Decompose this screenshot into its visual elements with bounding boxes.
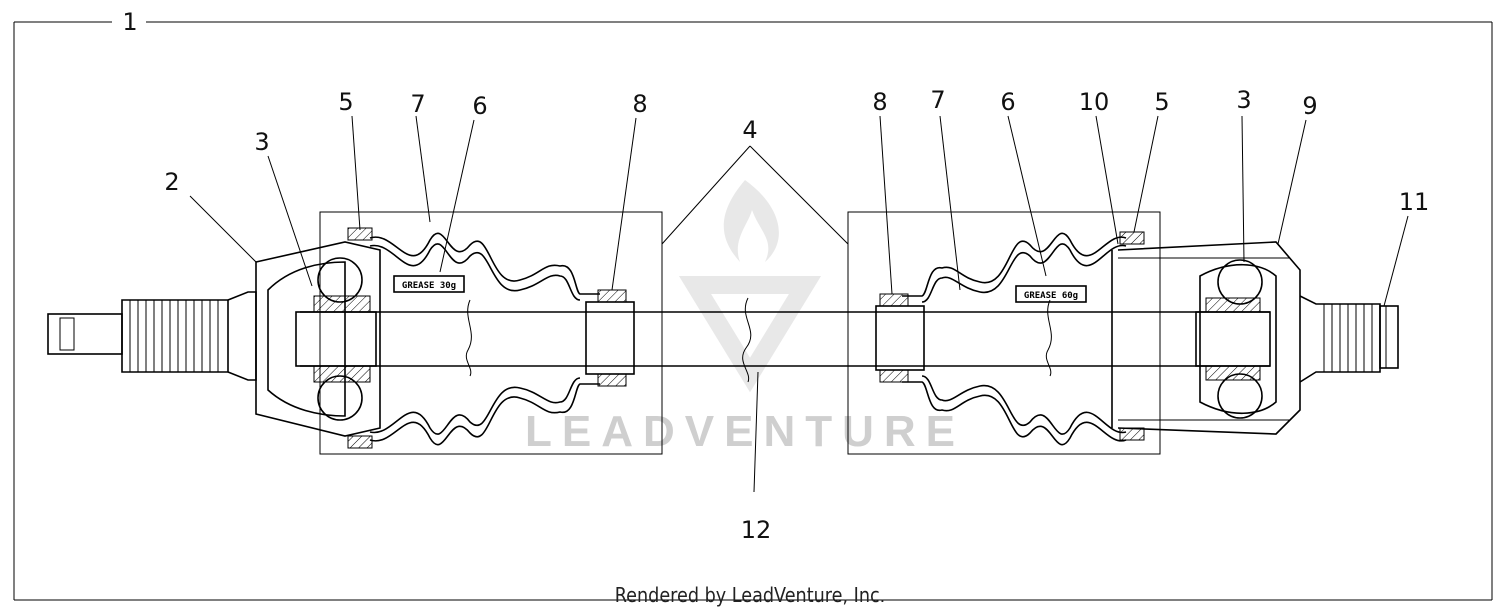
- left-grease-label: GREASE 30g: [402, 281, 456, 291]
- left-boot-box: GREASE 30g: [319, 211, 663, 455]
- footer-credit: Rendered by LeadVenture, Inc.: [614, 583, 886, 607]
- right-big-clamp-top: [1119, 231, 1145, 245]
- shaft: [300, 297, 1270, 383]
- right-grease-label: GREASE 60g: [1024, 291, 1078, 301]
- callout-left-small-clamp: 8: [632, 90, 647, 118]
- inner-housing: [1117, 241, 1301, 435]
- callout-right-big-clamp: 5: [1154, 88, 1169, 116]
- callout-left-big-clamp: 5: [338, 88, 353, 116]
- callout-right-bearing: 3: [1236, 86, 1251, 114]
- outer-housing: [255, 241, 381, 437]
- assembly-frame: [13, 21, 1493, 601]
- callout-inner-housing: 9: [1302, 92, 1317, 120]
- right-big-clamp-bottom: [1119, 427, 1145, 441]
- left-spline-stub: [47, 291, 257, 381]
- callout-shaft: 12: [741, 516, 772, 544]
- right-boot-box: GREASE 60g: [847, 211, 1161, 455]
- callout-right-spline: 11: [1399, 188, 1430, 216]
- right-small-clamp-top: [879, 293, 909, 307]
- callout-outer-housing: 2: [164, 168, 179, 196]
- callout-left-boot: 7: [410, 90, 425, 118]
- callout-right-boot: 7: [930, 86, 945, 114]
- watermark-text: LEADVENTURE: [525, 407, 965, 456]
- callout-assembly: 1: [122, 8, 137, 36]
- callout-boot-kit: 4: [742, 116, 757, 144]
- watermark-logo: [678, 180, 822, 393]
- left-small-clamp-top: [597, 289, 627, 303]
- left-big-clamp-bottom: [347, 435, 373, 449]
- right-small-clamp-bottom: [879, 369, 909, 383]
- callout-right-small-clamp: 8: [872, 88, 887, 116]
- left-small-clamp-bottom: [597, 373, 627, 387]
- right-spline: [1299, 295, 1399, 383]
- callout-right-ring: 10: [1079, 88, 1110, 116]
- leader-lines: [189, 115, 1409, 493]
- callout-left-grease: 6: [472, 92, 487, 120]
- callout-left-bearing: 3: [254, 128, 269, 156]
- callout-right-grease: 6: [1000, 88, 1015, 116]
